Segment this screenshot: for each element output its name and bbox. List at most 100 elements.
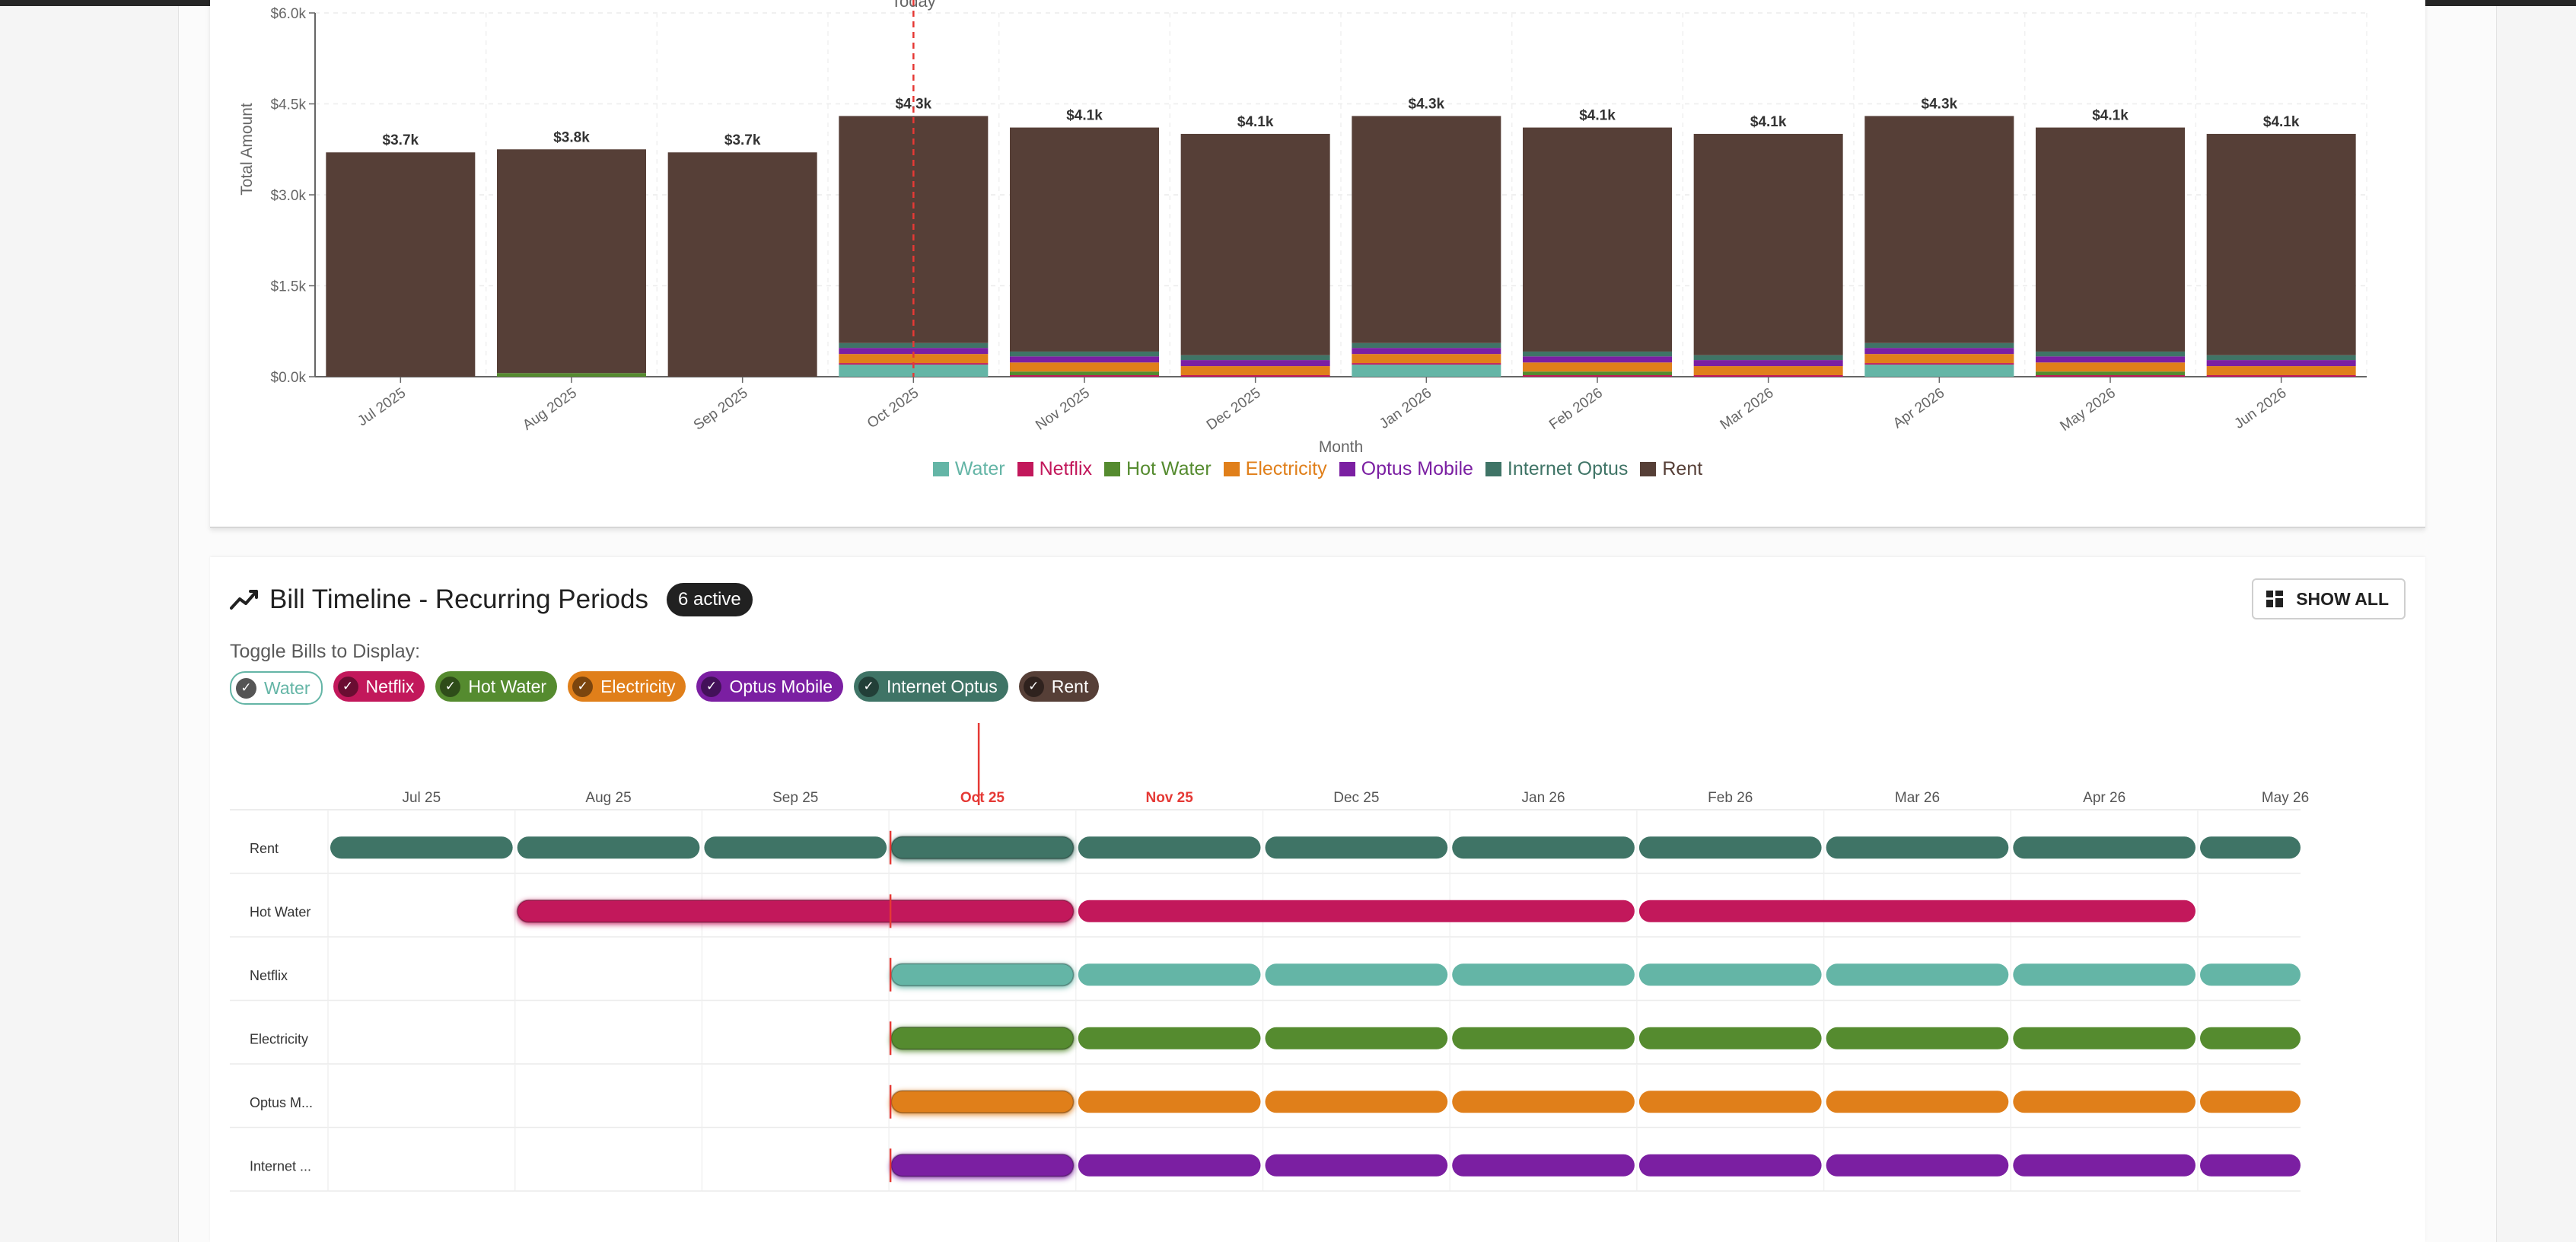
bar-total-label: $4.1k (1579, 108, 1616, 124)
timeline-month-label: Oct 25 (960, 790, 1005, 806)
timeline-month-label: Sep 25 (772, 790, 818, 806)
bar-segment-hot-water (1523, 371, 1672, 376)
timeline-period-bar (2013, 1027, 2195, 1049)
y-tick-label: $1.5k (271, 279, 307, 295)
bill-toggle-chips: ✓Water✓Netflix✓Hot Water✓Electricity✓Opt… (230, 671, 1100, 705)
bar-segment-hot-water (497, 373, 646, 377)
bar-segment-water (1352, 365, 1501, 377)
bill-timeline-card: Bill Timeline - Recurring Periods 6 acti… (210, 557, 2425, 1242)
timeline-row-label: Rent (250, 841, 279, 856)
bill-toggle-chip[interactable]: ✓Hot Water (435, 671, 558, 702)
bar-segment-optus-mobile (1693, 360, 1843, 367)
show-all-button[interactable]: SHOW ALL (2252, 578, 2406, 619)
legend-item[interactable]: Netflix (1017, 458, 1092, 480)
legend-item[interactable]: Hot Water (1104, 458, 1212, 480)
timeline-period-bar (1826, 1154, 2009, 1177)
bar-segment-electricity (1523, 362, 1672, 372)
bar-segment-netflix (2206, 375, 2356, 377)
timeline-month-label: Jan 26 (1522, 790, 1565, 806)
timeline-period-bar (1452, 1154, 1635, 1177)
legend-item[interactable]: Optus Mobile (1339, 458, 1473, 480)
dashboard-grid-icon (2266, 591, 2284, 607)
bar-total-label: $3.7k (383, 132, 419, 148)
check-circle-icon: ✓ (1023, 676, 1044, 697)
timeline-period-bar (1078, 1154, 1261, 1177)
timeline-month-label: May 26 (2262, 790, 2309, 806)
timeline-period-bar (1638, 1027, 1822, 1049)
bar-total-label: $3.7k (724, 132, 761, 148)
timeline-period-bar (1265, 963, 1448, 986)
bar-total-label: $3.8k (553, 129, 590, 145)
x-tick-label: Feb 2026 (1546, 385, 1606, 433)
bill-toggle-chip[interactable]: ✓Electricity (568, 671, 686, 702)
bar-segment-netflix (1180, 375, 1330, 377)
bill-toggle-chip[interactable]: ✓Rent (1018, 671, 1100, 702)
active-count-badge: 6 active (666, 583, 753, 616)
bill-toggle-chip[interactable]: ✓Internet Optus (854, 671, 1008, 702)
bar-segment-rent (1693, 133, 1843, 355)
bar-total-label: $4.1k (1237, 114, 1274, 130)
x-tick-label: Dec 2025 (1204, 385, 1264, 434)
bar-segment-optus-mobile (1523, 356, 1672, 363)
timeline-period-bar (1826, 1027, 2009, 1049)
timeline-month-label: Jul 25 (402, 790, 441, 806)
bar-segment-electricity (1693, 366, 1843, 376)
bar-total-label: $4.1k (2092, 108, 2129, 124)
timeline-period-bar (1638, 900, 2195, 922)
legend-item[interactable]: Electricity (1223, 458, 1327, 480)
timeline-period-bar (2200, 1027, 2301, 1049)
bar-segment-netflix (2036, 375, 2185, 377)
timeline-period-bar (890, 836, 1075, 860)
legend-item[interactable]: Rent (1640, 458, 1702, 480)
bar-segment-internet-optus (1352, 342, 1501, 349)
timeline-period-bar (1078, 963, 1261, 986)
show-all-label: SHOW ALL (2296, 588, 2389, 609)
timeline-period-bar (1078, 1091, 1261, 1113)
bar-segment-optus-mobile (839, 348, 989, 355)
timeline-period-bar (1826, 836, 2009, 859)
timeline-period-bar (1452, 836, 1635, 859)
bar-segment-internet-optus (2206, 355, 2356, 361)
timeline-period-bar (1638, 1154, 1822, 1177)
legend-swatch (1640, 462, 1657, 476)
legend-item[interactable]: Internet Optus (1485, 458, 1628, 480)
x-tick-label: Aug 2025 (520, 385, 580, 434)
x-tick-label: Sep 2025 (691, 385, 751, 434)
timeline-month-label: Nov 25 (1145, 790, 1193, 806)
timeline-period-bar (1826, 963, 2009, 986)
bar-segment-electricity (2036, 362, 2185, 372)
bar-segment-electricity (2206, 366, 2356, 376)
y-tick-label: $4.5k (271, 97, 307, 113)
check-circle-icon: ✓ (572, 676, 594, 697)
bar-segment-rent (2206, 133, 2356, 355)
bill-toggle-chip[interactable]: ✓Optus Mobile (696, 671, 843, 702)
timeline-header: Bill Timeline - Recurring Periods 6 acti… (230, 580, 753, 619)
check-circle-icon: ✓ (858, 676, 879, 697)
bar-segment-optus-mobile (2206, 360, 2356, 367)
timeline-period-bar (1078, 1027, 1261, 1049)
bar-segment-netflix (1010, 375, 1159, 377)
chip-label: Water (264, 677, 310, 698)
timeline-period-bar (890, 1090, 1075, 1114)
timeline-period-bar (1452, 963, 1635, 986)
legend-label: Internet Optus (1507, 458, 1629, 479)
legend-item[interactable]: Water (932, 458, 1005, 480)
bar-total-label: $4.1k (1066, 108, 1103, 124)
chart-legend: Water Netflix Hot Water Electricity Optus Mo… (210, 458, 2425, 480)
bill-toggle-chip[interactable]: ✓Netflix (333, 671, 425, 702)
timeline-period-bar (2013, 836, 2195, 859)
trending-up-icon (230, 590, 258, 610)
bar-segment-rent (1523, 127, 1672, 352)
bar-segment-optus-mobile (1352, 348, 1501, 355)
bar-segment-water (839, 365, 989, 377)
timeline-period-bar (1452, 1027, 1635, 1049)
timeline-period-bar (1078, 900, 1635, 922)
bill-toggle-chip[interactable]: ✓Water (230, 671, 323, 705)
x-tick-label: Jul 2025 (355, 385, 409, 429)
bar-segment-rent (1864, 116, 2014, 343)
bar-segment-hot-water (2036, 371, 2185, 376)
timeline-month-label: Apr 26 (2083, 790, 2125, 806)
bar-segment-rent (1010, 127, 1159, 352)
bar-segment-hot-water (1010, 371, 1159, 376)
